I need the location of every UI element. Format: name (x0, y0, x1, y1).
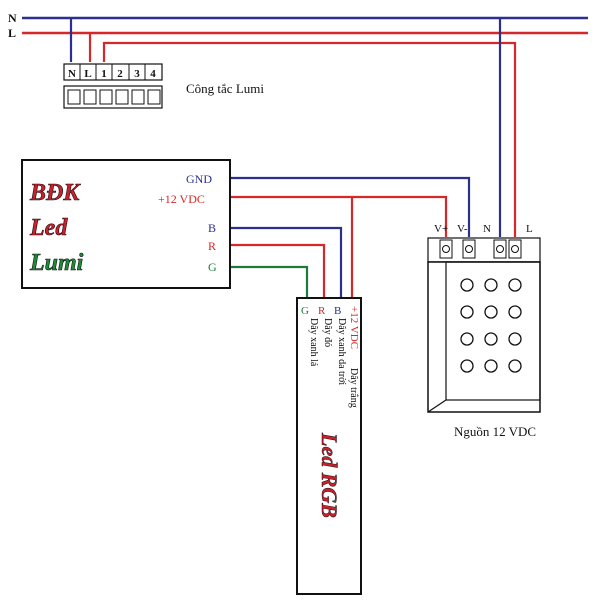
strip-wire-label-green: Dây xanh lá (308, 318, 319, 367)
switch-terminal-l: L (84, 68, 91, 80)
psu-box-inner (445, 261, 541, 401)
mains-lines: N L (8, 11, 588, 40)
strip-pin-v12: +12 VDC (348, 306, 360, 349)
strip-pin-g: G (301, 305, 309, 317)
psu-title: Nguồn 12 VDC (454, 424, 536, 439)
strip-wire-label-white: Dây trắng (348, 368, 359, 408)
strip-wire-label-red: Dây đỏ (322, 318, 333, 347)
switch-wires (69, 18, 517, 237)
live-line-label: L (8, 26, 16, 40)
psu-terminal-n: N (483, 223, 491, 235)
blue-channel-wire (230, 226, 343, 298)
controller-name-line1: BĐK (29, 180, 81, 206)
switch-label-strip (63, 63, 163, 81)
controller-body (21, 159, 231, 289)
controller-pin-v12: +12 VDC (158, 192, 205, 206)
gnd-wire (230, 176, 471, 237)
controller-pin-gnd: GND (186, 172, 212, 186)
controller-pin-r: R (208, 239, 216, 253)
switch-terminal-2: 2 (117, 68, 123, 80)
strip-pin-b: B (334, 305, 341, 317)
v12-psu-wire (230, 195, 448, 237)
red-channel-wire (230, 243, 326, 298)
psu-box-front (427, 261, 541, 413)
switch-load-wire (102, 41, 517, 237)
led-rgb-strip: G R B +12 VDC Dây trắng Dây xanh da trời… (296, 297, 362, 595)
strip-wire-label-blue: Dây xanh da trời (336, 318, 347, 385)
strip-pin-r: R (318, 305, 326, 317)
power-supply: V+ V- N L Nguồn 12 VDC (427, 223, 541, 439)
neutral-line-label: N (8, 11, 17, 25)
strip-title: Led RGB (317, 432, 342, 518)
switch-terminal-3: 3 (134, 68, 140, 80)
psu-terminal-vminus: V- (457, 223, 468, 235)
psu-terminal-l: L (526, 223, 533, 235)
green-channel-wire (230, 265, 309, 298)
controller-name-line3: Lumi (29, 250, 84, 276)
controller-name-line2: Led (29, 215, 68, 241)
switch-terminal-n: N (68, 68, 76, 80)
controller-pin-b: B (208, 221, 216, 235)
switch-terminal-1: 1 (101, 68, 107, 80)
psu-vent-holes (460, 278, 522, 373)
psu-terminal-vplus: V+ (434, 223, 448, 235)
controller-wires (230, 176, 471, 298)
controller-pin-g: G (208, 260, 217, 274)
lumi-switch: N L 1 2 3 4 Công tắc Lumi (63, 63, 264, 109)
led-controller: BĐK Led Lumi GND +12 VDC B R G (21, 159, 231, 289)
strip-body (296, 297, 362, 595)
switch-title: Công tắc Lumi (186, 81, 264, 96)
switch-terminal-4: 4 (150, 68, 156, 80)
